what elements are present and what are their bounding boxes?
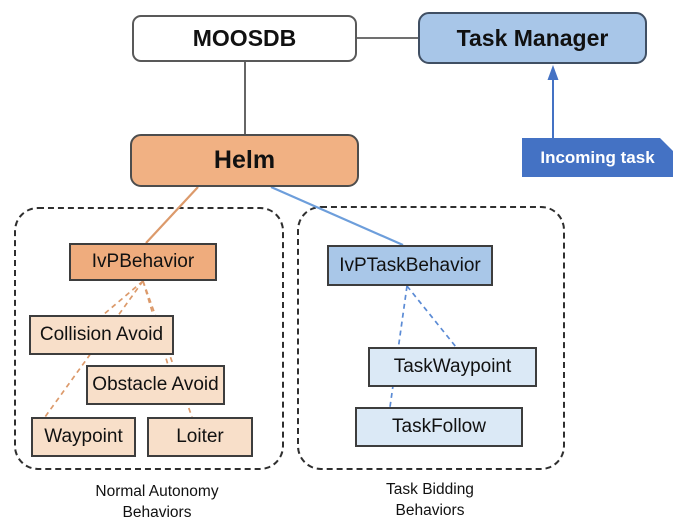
- node-task-waypoint: TaskWaypoint: [368, 347, 537, 387]
- node-moosdb: MOOSDB: [132, 15, 357, 62]
- caption-line: Behaviors: [122, 504, 192, 521]
- arrowhead-up-icon: [547, 65, 559, 80]
- caption-line: Behaviors: [395, 502, 465, 519]
- caption-normal-autonomy-behaviors: Normal Autonomy Behaviors: [22, 481, 292, 523]
- node-collision-avoid: Collision Avoid: [29, 315, 174, 355]
- node-incoming-task: Incoming task: [522, 138, 673, 177]
- group-task-bidding-behaviors: [297, 206, 565, 470]
- caption-line: Task Bidding: [386, 481, 474, 498]
- node-ivp-behavior: IvPBehavior: [69, 243, 217, 281]
- caption-line: Normal Autonomy: [95, 483, 219, 500]
- node-ivp-task-behavior: IvPTaskBehavior: [327, 245, 493, 286]
- node-task-manager: Task Manager: [418, 12, 647, 64]
- node-helm: Helm: [130, 134, 359, 187]
- edge-helm-ivptaskbehavior: [270, 185, 404, 247]
- node-loiter: Loiter: [147, 417, 253, 457]
- node-task-follow: TaskFollow: [355, 407, 523, 447]
- node-obstacle-avoid: Obstacle Avoid: [86, 365, 225, 405]
- node-waypoint: Waypoint: [31, 417, 136, 457]
- edge-ivpbehavior-collisionavoid: [102, 280, 144, 316]
- group-normal-autonomy-behaviors: [14, 207, 284, 470]
- edge-ivptaskbehavior-taskwaypoint: [406, 285, 457, 348]
- edge-helm-ivpbehavior: [145, 186, 199, 244]
- caption-task-bidding-behaviors: Task Bidding Behaviors: [296, 479, 564, 521]
